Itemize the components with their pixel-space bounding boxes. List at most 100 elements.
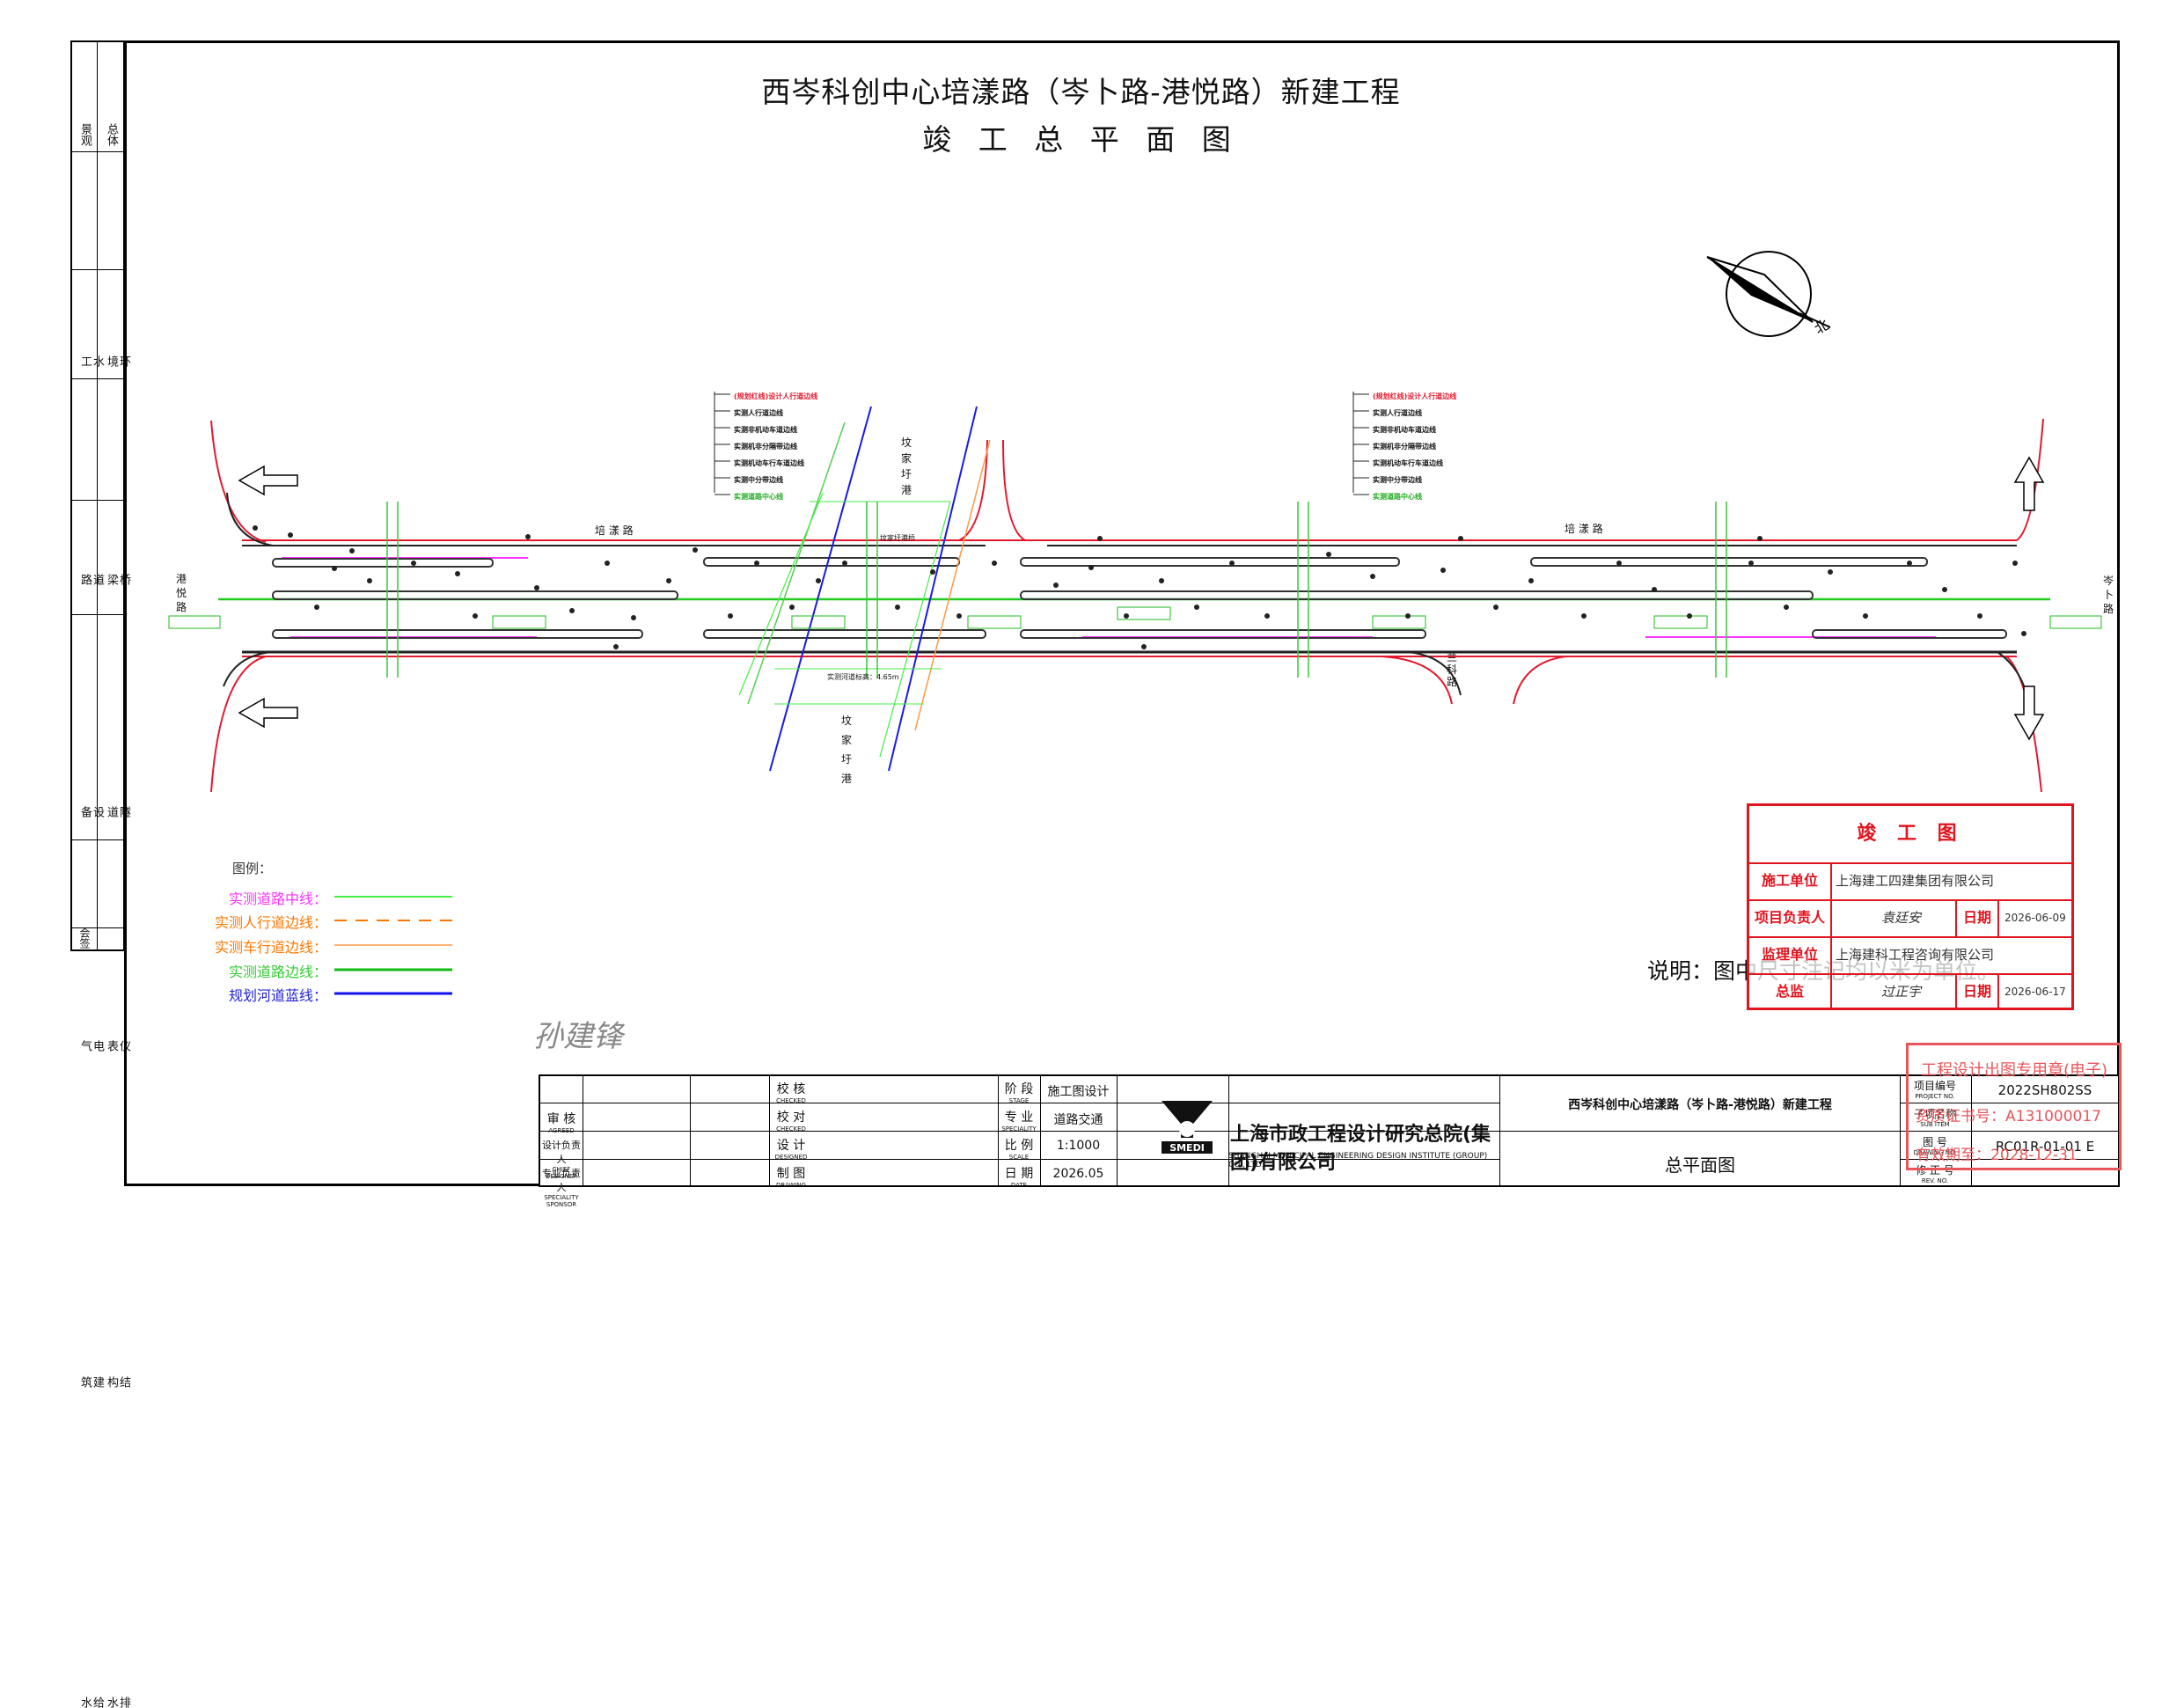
- side-road-label: 兰科路: [1447, 651, 1458, 688]
- strip-label: 结构: [105, 1376, 130, 1388]
- callout-text: 实测人行道边线: [734, 409, 783, 417]
- legend-label: 实测道路中线：: [228, 891, 327, 907]
- callout-text: 实测非机动车道边线: [1373, 426, 1436, 434]
- canal-label: 坟家圩港: [901, 436, 912, 496]
- drawing-name: 总平面图: [1665, 1155, 1735, 1176]
- strip-label: 总体: [105, 123, 118, 146]
- company-name-en: SHANGHAI MUNICIPAL ENGINEERING DESIGN IN…: [1228, 1152, 1488, 1169]
- callout-text: 实测中分带边线: [734, 476, 783, 484]
- plan-drawing: 北: [168, 251, 2102, 995]
- strip-label: 水工: [78, 356, 104, 367]
- callout-text: (规划红线)设计人行道边线: [1373, 392, 1457, 400]
- legend-label: 实测车行道边线：: [214, 939, 327, 956]
- survey-points: [253, 525, 2026, 649]
- strip-label: 景观: [78, 123, 92, 146]
- callout-text: 实测机动车行车道边线: [1373, 459, 1443, 467]
- stage-value: 施工图设计: [1047, 1085, 1110, 1099]
- drawing-no-value: RC01R-01-01 E: [1995, 1139, 2095, 1155]
- stamp-label: 监理单位: [1749, 936, 1832, 973]
- project-title: 西岑科创中心培漾路（岑卜路-港悦路）新建工程: [761, 75, 1401, 109]
- road-label-main: 培 漾 路: [595, 524, 634, 537]
- stamp-title: 竣 工 图: [1749, 806, 2071, 864]
- road-label-right: 岑卜路: [2103, 575, 2114, 615]
- callout-list-right: (规划红线)设计人行道边线 实测人行道边线 实测非机动车道边线 实测机非分隔带边…: [1373, 388, 1456, 505]
- road-label-main: 培 漾 路: [1565, 523, 1603, 535]
- legend-item: 实测道路中线：: [150, 887, 449, 908]
- callout-text: 实测人行道边线: [1373, 409, 1422, 417]
- callout-text: 实测机动车行车道边线: [734, 459, 804, 467]
- stamp-value: 上海建科工程咨询有限公司: [1836, 947, 1995, 963]
- legend-label: 实测道路边线：: [228, 964, 327, 980]
- canal-label: 坟家圩港: [841, 715, 853, 785]
- stamp-value: 袁廷安: [1881, 910, 1922, 926]
- callout-text: 实测中分带边线: [1373, 476, 1422, 484]
- legend-item: 实测人行道边线：: [150, 911, 449, 932]
- project-no-value: 2022SH802SS: [1997, 1082, 2092, 1098]
- north-arrow-icon: 北: [1706, 251, 1832, 337]
- callout-list-left: (规划红线)设计人行道边线 实测人行道边线 实测非机动车道边线 实测机非分隔带边…: [734, 388, 817, 505]
- road-label-left: 港悦路: [176, 573, 187, 613]
- date-value: 2026.05: [1052, 1167, 1104, 1181]
- strip-label: 设备: [78, 806, 104, 817]
- stamp-value: 过正宇: [1881, 984, 1922, 1000]
- completion-stamp: 竣 工 图 施工单位 上海建工四建集团有限公司 项目负责人 袁廷安 日期 202…: [1747, 803, 2074, 1010]
- signature: 孙建锋: [533, 1019, 623, 1054]
- project-name: 西岑科创中心培漾路（岑卜路-港悦路）新建工程: [1568, 1098, 1832, 1112]
- stamp-date: 2026-06-09: [2004, 912, 2066, 924]
- strip-label: 仪表: [105, 1040, 130, 1052]
- legend-label: 实测人行道边线：: [214, 914, 327, 931]
- callout-text: 实测道路中心线: [734, 493, 783, 501]
- callout-text: 实测机非分隔带边线: [1373, 443, 1436, 451]
- stamp-value: 上海建工四建集团有限公司: [1836, 873, 1995, 889]
- legend-item: 实测道路边线：: [150, 960, 449, 981]
- legend-title: 图例：: [232, 861, 273, 876]
- canal-level-label: 实测河道标高：4.65m: [827, 673, 899, 681]
- strip-cell: 景观 总体: [72, 42, 123, 152]
- stamp-label: 总监: [1749, 973, 1832, 1010]
- strip-label: 给水: [78, 1697, 104, 1708]
- speciality-value: 道路交通: [1053, 1113, 1103, 1127]
- strip-label: 电气: [78, 1040, 104, 1052]
- legend-label: 规划河道蓝线：: [228, 987, 327, 1004]
- seal-text: 工程设计出图专用章(电子): [1921, 1061, 2108, 1080]
- bridge-label: 坟家圩港桥: [880, 534, 915, 542]
- strip-label: 环境: [105, 356, 130, 367]
- stamp-label: 日期: [1962, 983, 1991, 1000]
- callout-text: 实测非机动车道边线: [734, 426, 797, 434]
- svg-text:北: 北: [1812, 316, 1832, 337]
- strip-label: 隧道: [105, 806, 130, 817]
- legend-item: 规划河道蓝线：: [150, 984, 449, 1005]
- seal-text: 有效期至：2028-12-31: [1916, 1147, 2078, 1164]
- strip-label: 道路: [78, 574, 104, 585]
- strip-label: 会签: [78, 927, 91, 949]
- design-seal: 工程设计出图专用章(电子) 资质证书号：A131000017 有效期至：2028…: [1906, 1043, 2122, 1170]
- stamp-label: 施工单位: [1749, 862, 1832, 899]
- callout-text: 实测道路中心线: [1373, 493, 1422, 501]
- stamp-label: 日期: [1962, 909, 1991, 926]
- scale-value: 1:1000: [1056, 1139, 1101, 1153]
- drawing-title: 竣 工 总 平 面 图: [922, 122, 1240, 157]
- callout-text: 实测机非分隔带边线: [734, 443, 797, 451]
- company-name: 上海市政工程设计研究总院(集团)有限公司: [1230, 1124, 1491, 1174]
- strip-label: 排水: [105, 1697, 130, 1708]
- seal-text: 资质证书号：A131000017: [1916, 1108, 2101, 1125]
- strip-label: 桥梁: [105, 574, 130, 585]
- stamp-label: 项目负责人: [1749, 899, 1832, 936]
- stamp-date: 2026-06-17: [2004, 986, 2066, 998]
- strip-label: 建筑: [78, 1376, 104, 1388]
